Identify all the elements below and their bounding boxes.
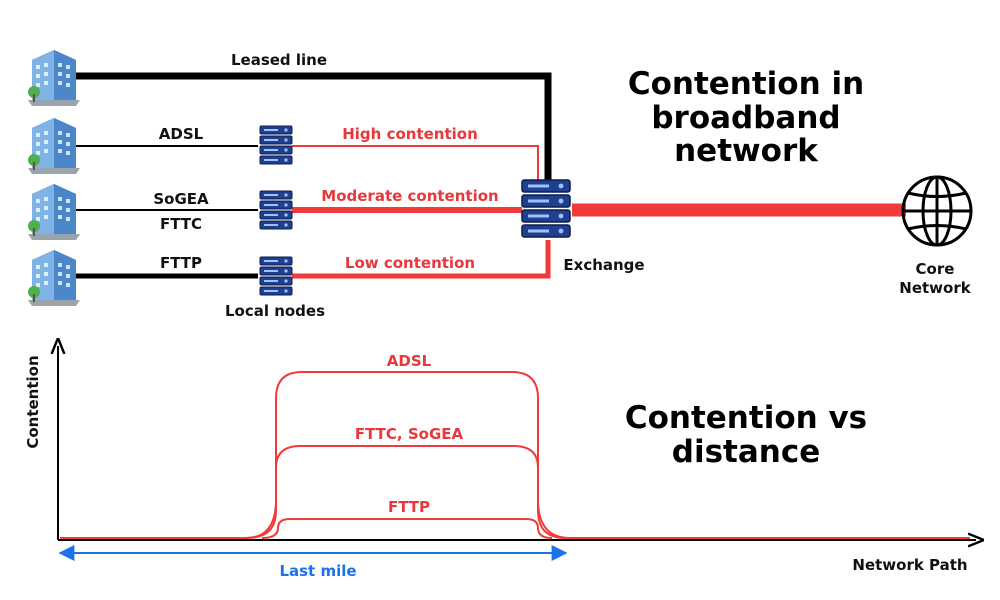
graph-y-label: Contention bbox=[24, 355, 42, 448]
office-building-icon bbox=[28, 250, 80, 306]
top-title-line1: Contention in bbox=[628, 66, 864, 102]
local-nodes-label: Local nodes bbox=[225, 302, 325, 320]
fttc-sogea-curve bbox=[245, 445, 567, 539]
low-contention-label: Low contention bbox=[345, 254, 475, 272]
fttp-curve bbox=[261, 518, 553, 539]
exchange-label: Exchange bbox=[563, 256, 644, 274]
fttp-label: FTTP bbox=[160, 254, 202, 272]
local-node-server-icon bbox=[259, 256, 293, 296]
adsl-curve-label: ADSL bbox=[387, 352, 432, 370]
exchange-server-icon bbox=[521, 179, 571, 238]
fttc-label: FTTC bbox=[160, 215, 202, 233]
top-title-line3: network bbox=[674, 133, 819, 169]
leased-line-label: Leased line bbox=[231, 51, 327, 69]
last-mile-label: Last mile bbox=[279, 562, 356, 580]
low-contention-connection bbox=[292, 240, 551, 279]
bottom-title-line2: distance bbox=[672, 434, 820, 470]
fttc-sogea-curve-label: FTTC, SoGEA bbox=[355, 425, 464, 443]
fttp-curve-label: FTTP bbox=[388, 498, 430, 516]
sogea-label: SoGEA bbox=[153, 190, 209, 208]
bottom-title-line1: Contention vs bbox=[625, 400, 867, 436]
core-network-label-line1: Core bbox=[916, 260, 955, 278]
top-title-line2: broadband bbox=[651, 100, 840, 136]
leased-line-connection bbox=[74, 72, 552, 183]
office-building-icon bbox=[28, 118, 80, 174]
graph-x-label: Network Path bbox=[852, 556, 967, 574]
adsl-label: ADSL bbox=[159, 125, 204, 143]
local-node-server-icon bbox=[259, 190, 293, 230]
moderate-contention-label: Moderate contention bbox=[321, 187, 498, 205]
high-contention-connection bbox=[292, 145, 539, 183]
globe-icon bbox=[901, 175, 973, 247]
core-network-label-line2: Network bbox=[899, 279, 971, 297]
high-contention-label: High contention bbox=[342, 125, 478, 143]
office-building-icon bbox=[28, 184, 80, 240]
local-node-server-icon bbox=[259, 125, 293, 165]
office-building-icon bbox=[28, 50, 80, 106]
adsl-curve bbox=[60, 371, 970, 539]
